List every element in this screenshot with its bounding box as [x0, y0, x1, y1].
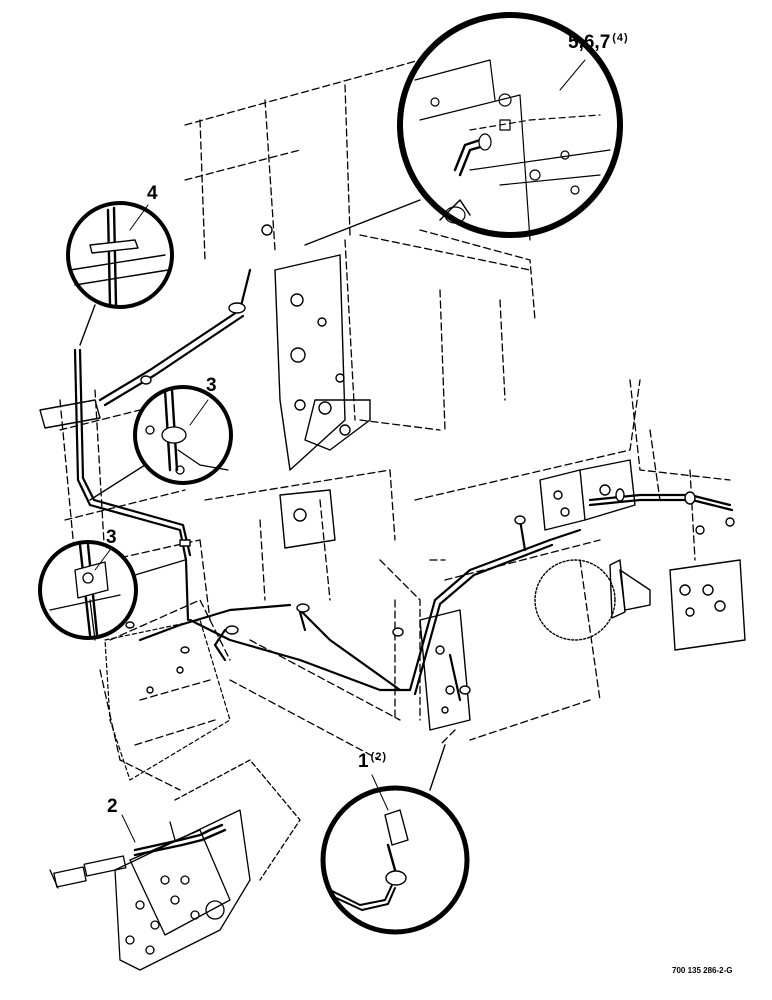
- detail-circle-4: [66, 201, 174, 309]
- leader-1-pointer: [371, 774, 389, 811]
- detail-circle-1: [320, 785, 470, 935]
- callout-5-6-7: 5,6,7(4): [568, 32, 629, 53]
- inset-assembly-item-2: [49, 759, 301, 971]
- callout-4: 4: [147, 184, 158, 203]
- callout-quantity: (4): [612, 32, 629, 44]
- leader-4: [79, 304, 96, 346]
- callout-2: 2: [107, 797, 118, 816]
- leader-5-6-7: [304, 199, 421, 246]
- callout-number: 2: [107, 796, 118, 817]
- frame-plates: [39, 224, 746, 781]
- leader-3-lower: [134, 559, 186, 576]
- leader-3-lower-pointer: [94, 549, 111, 571]
- callout-number: 4: [147, 183, 158, 204]
- leader-4-pointer: [129, 204, 149, 231]
- leader-3-upper: [89, 464, 146, 501]
- callout-number: 3: [106, 527, 117, 548]
- callout-quantity: (2): [370, 751, 388, 763]
- leader-5-6-7-pointer: [559, 59, 586, 91]
- harness-clips: [125, 302, 696, 695]
- detail-circle-5-6-7: [397, 12, 623, 241]
- leader-2-pointer: [121, 814, 136, 843]
- detail-circle-3-lower: [38, 540, 138, 641]
- figure-id: 700 135 286-2-G: [672, 966, 733, 975]
- callout-number: 5,6,7: [568, 32, 611, 53]
- wiring-harness: [73, 268, 734, 702]
- detail-circle-3-upper: [133, 385, 233, 485]
- callout-3-lower: 3: [106, 528, 117, 547]
- leader-3-upper-pointer: [189, 399, 209, 426]
- callout-1: 1(2): [358, 751, 388, 772]
- leader-1: [429, 744, 446, 791]
- callout-number: 1: [358, 751, 369, 772]
- callout-number: 3: [206, 375, 217, 396]
- callout-3-upper: 3: [206, 376, 217, 395]
